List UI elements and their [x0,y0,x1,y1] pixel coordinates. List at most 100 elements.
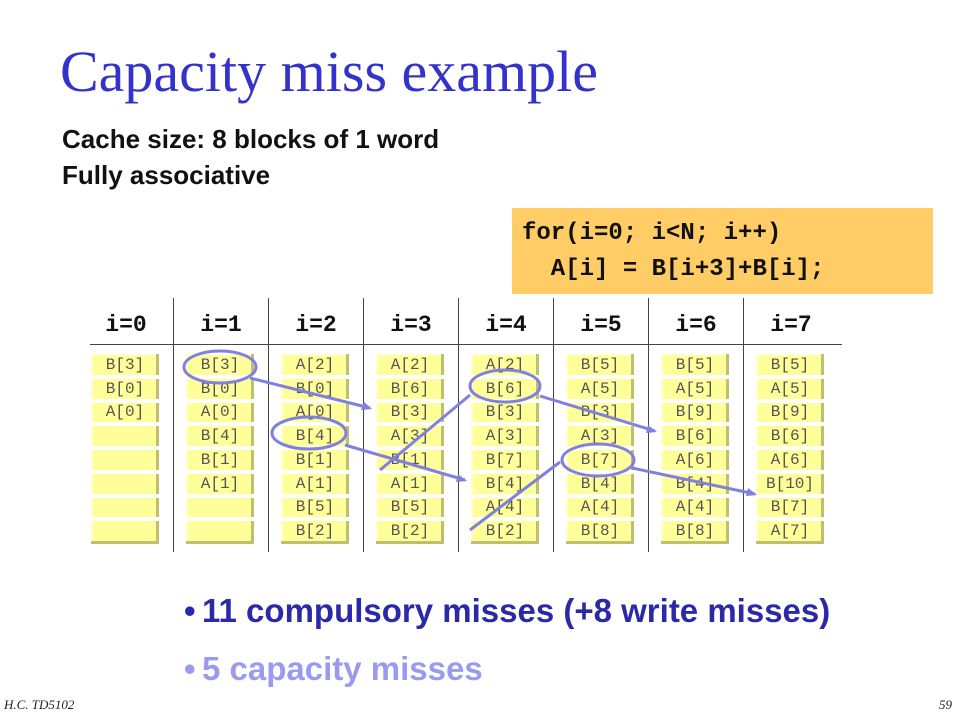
cache-block: A[1] [295,474,335,493]
cache-block: B[5] [580,356,620,374]
block-separator [661,517,729,522]
arrow-line [379,393,471,472]
block-separator [661,422,729,427]
cache-block: B[3] [105,356,145,374]
block-separator [91,422,159,427]
block-separator [661,469,729,474]
circle-annotation [182,349,258,385]
cache-block: B[5] [390,498,430,517]
cache-block: B[6] [675,427,715,446]
block-separator [661,446,729,451]
block-separator [566,398,634,403]
block-separator [376,422,444,427]
cache-block: B[0] [200,379,240,398]
cache-block: A[6] [675,450,715,469]
iteration-label: i=1 [200,312,242,338]
cache-block: B[4] [580,474,620,493]
cache-block: B[1] [390,450,430,469]
code-box: for(i=0; i<N; i++) A[i] = B[i+3]+B[i]; [512,208,933,294]
cache-block: B[7] [770,498,810,517]
cache-block: A[2] [390,356,430,374]
block-separator [281,517,349,522]
block-separator [91,517,159,522]
cache-block: B[3] [485,403,525,422]
cache-block: B[3] [200,356,240,374]
cache-block: A[3] [485,427,525,446]
cache-block: A[7] [770,521,810,540]
block-separator [756,493,824,498]
arrow-head [456,474,467,482]
block-separator [281,493,349,498]
iteration-label: i=2 [295,312,337,338]
cache-column: A[2]B[6]B[3]A[3]B[1]A[1]B[5]B[2] [376,354,444,544]
block-separator [471,517,539,522]
block-separator [756,446,824,451]
block-separator [186,398,254,403]
cache-block: B[1] [295,450,335,469]
block-separator [376,517,444,522]
cache-block: B[8] [675,521,715,540]
bullet-capacity-misses: •5 capacity misses [184,650,483,687]
block-separator [376,469,444,474]
cache-block: A[4] [675,498,715,517]
cache-block: B[8] [580,521,620,540]
cache-block: B[4] [295,427,335,446]
column-divider [268,298,269,552]
block-separator [566,375,634,379]
cache-block: A[0] [105,403,145,422]
cache-block: A[6] [770,450,810,469]
cache-block: B[1] [200,450,240,469]
code-line-body: A[i] = B[i+3]+B[i]; [522,256,825,283]
block-separator [91,446,159,451]
iteration-label: i=6 [675,312,717,338]
cache-block: A[3] [390,427,430,446]
cache-block: B[5] [295,498,335,517]
block-separator [376,398,444,403]
block-separator [566,469,634,474]
circle-annotation [270,415,348,451]
block-separator [471,422,539,427]
cache-block: A[2] [295,356,335,374]
block-separator [376,446,444,451]
cache-block: B[6] [485,379,525,398]
cache-column: B[5]A[5]B[9]B[6]A[6]B[10]B[7]A[7] [756,354,824,544]
iteration-label: i=7 [770,312,812,338]
block-separator [281,469,349,474]
iteration-label: i=5 [580,312,622,338]
iteration-axis-line [90,344,842,345]
cache-block: B[4] [200,427,240,446]
arrow-line [631,466,756,496]
block-separator [566,446,634,451]
block-separator [376,493,444,498]
cache-block: B[7] [485,450,525,469]
circle-annotation [560,442,636,478]
cache-block: B[9] [675,403,715,422]
block-separator [186,517,254,522]
block-separator [186,375,254,379]
cache-column: B[3] B[0] A[0] [91,354,159,544]
block-separator [756,375,824,379]
cache-block: B[2] [390,521,430,540]
block-separator [186,469,254,474]
column-divider [553,298,554,552]
iteration-label: i=0 [105,312,147,338]
block-separator [186,446,254,451]
cache-block: B[2] [295,521,335,540]
cache-block: A[0] [200,403,240,422]
cache-block: B[0] [105,379,145,398]
block-separator [91,493,159,498]
arrow-line [249,376,371,410]
block-separator [566,422,634,427]
subtitle-cache-size: Cache size: 8 blocks of 1 word [62,124,440,154]
cache-block: A[5] [770,379,810,398]
block-separator [566,517,634,522]
arrow-head [646,425,657,433]
cache-block: B[6] [770,427,810,446]
column-divider [648,298,649,552]
bullet-compulsory-misses: •11 compulsory misses (+8 write misses) [184,592,831,629]
block-separator [661,398,729,403]
cache-column: A[2]B[6]B[3]A[3]B[7]B[4]A[4]B[2] [471,354,539,544]
code-line-loop: for(i=0; i<N; i++) [522,220,782,247]
subtitle-associativity: Fully associative [62,160,271,190]
block-separator [471,493,539,498]
